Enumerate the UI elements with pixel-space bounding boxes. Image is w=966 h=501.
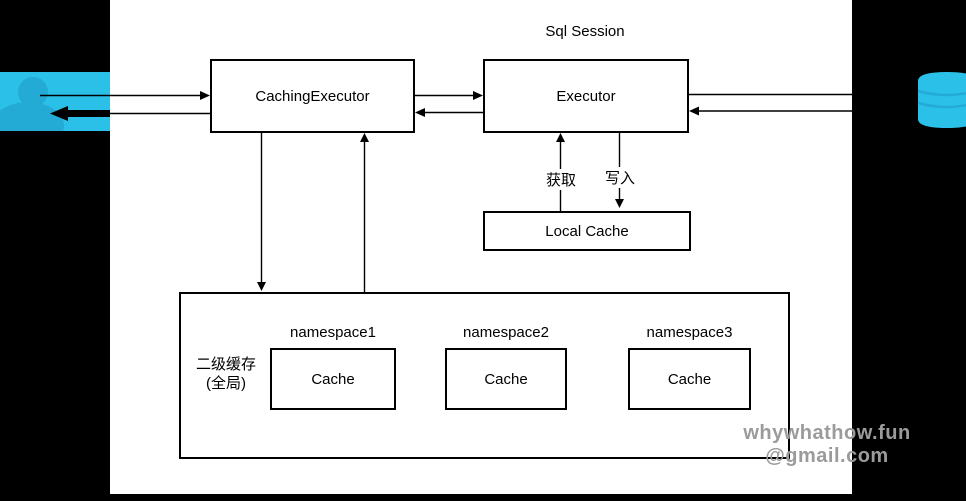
user-icon-shape	[0, 77, 64, 131]
watermark-line2: @gmail.com	[765, 445, 889, 467]
secondary-cache-label-line2: (全局)	[206, 375, 246, 392]
fetch-edge-label: 获取	[536, 169, 586, 190]
executor-label: Executor	[556, 87, 616, 105]
caching-executor-node: CachingExecutor	[210, 59, 415, 133]
database-icon	[916, 71, 966, 129]
cache-box-namespace2: Cache	[445, 348, 567, 410]
cache-box-namespace3: Cache	[628, 348, 751, 410]
secondary-cache-label: 二级缓存 (全局)	[186, 355, 266, 393]
watermark-line1: whywhathow.fun	[743, 422, 911, 444]
cache-box-namespace1: Cache	[270, 348, 396, 410]
local-cache-label: Local Cache	[545, 222, 629, 240]
executor-node: Executor	[483, 59, 689, 133]
cache-box-namespace2-label: Cache	[484, 370, 528, 388]
cache-box-namespace3-label: Cache	[667, 370, 712, 388]
sql-session-label: Sql Session	[545, 23, 625, 40]
local-cache-node: Local Cache	[483, 211, 691, 251]
database-icon-shape	[917, 72, 966, 128]
namespace3-label: namespace3	[646, 324, 733, 341]
cache-box-namespace1-label: Cache	[311, 370, 355, 388]
caching-executor-label: CachingExecutor	[255, 87, 370, 105]
user-icon	[0, 72, 110, 131]
write-edge-label: 写入	[596, 167, 644, 188]
namespace1-label: namespace1	[290, 324, 376, 341]
watermark: whywhathow.fun @gmail.com	[742, 422, 912, 468]
namespace2-label: namespace2	[463, 324, 549, 341]
secondary-cache-label-line1: 二级缓存	[195, 356, 256, 373]
